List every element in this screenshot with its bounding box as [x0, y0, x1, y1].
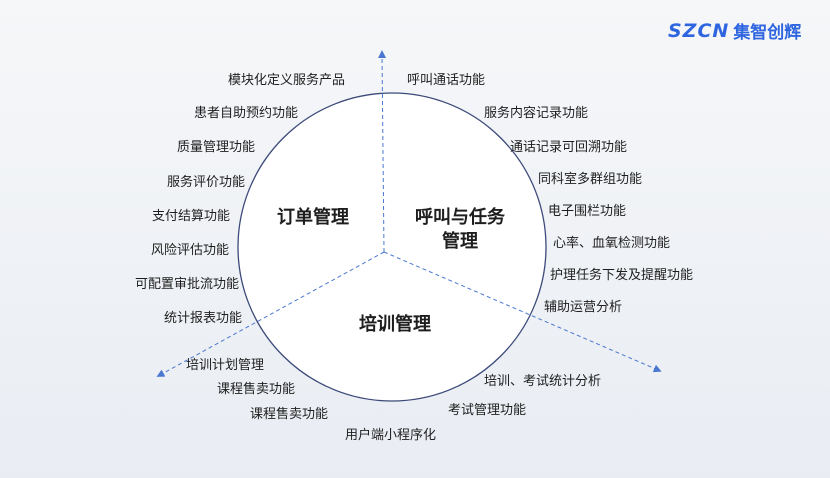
left-item: 统计报表功能 — [163, 311, 242, 326]
divider-arrow-lower-left — [156, 251, 385, 377]
left-item: 风险评估功能 — [150, 243, 229, 258]
bottom-left-item: 课程售卖功能 — [250, 407, 329, 422]
left-item: 支付结算功能 — [151, 209, 230, 224]
bottom-right-item: 考试管理功能 — [448, 403, 527, 418]
right-item: 电子围栏功能 — [548, 204, 627, 219]
section-call-task: 呼叫与任务管理 — [395, 206, 525, 254]
left-item: 模块化定义服务产品 — [227, 73, 345, 88]
section-call-line2: 管理 — [442, 231, 478, 252]
divider-arrow-lower-right — [383, 251, 662, 373]
bottom-left-item: 培训计划管理 — [186, 358, 265, 373]
logo-name: 集智创辉 — [733, 23, 802, 43]
left-item: 质量管理功能 — [176, 140, 255, 155]
left-item: 服务评价功能 — [166, 175, 245, 190]
left-item: 患者自助预约功能 — [193, 106, 298, 121]
logo-mark: SZCN — [668, 19, 730, 42]
right-item: 服务内容记录功能 — [484, 106, 589, 121]
section-training: 培训管理 — [359, 314, 431, 335]
section-order: 订单管理 — [277, 207, 349, 228]
bottom-left-item: 课程售卖功能 — [217, 382, 296, 397]
bottom-right-item: 培训、考试统计分析 — [484, 374, 602, 389]
right-item: 心率、血氧检测功能 — [553, 236, 671, 251]
bottom-left-item: 用户端小程序化 — [345, 428, 437, 443]
main-circle — [237, 92, 547, 402]
logo: SZCN 集智创辉 — [668, 18, 802, 44]
divider-arrow-up — [378, 50, 387, 253]
right-item: 通话记录可回溯功能 — [510, 140, 628, 155]
right-item: 护理任务下发及提醒功能 — [550, 268, 694, 283]
right-item: 同科室多群组功能 — [538, 172, 643, 187]
right-item: 呼叫通话功能 — [407, 73, 486, 88]
right-item: 辅助运营分析 — [544, 300, 623, 315]
left-item: 可配置审批流功能 — [134, 277, 239, 292]
section-call-line1: 呼叫与任务 — [415, 207, 505, 228]
